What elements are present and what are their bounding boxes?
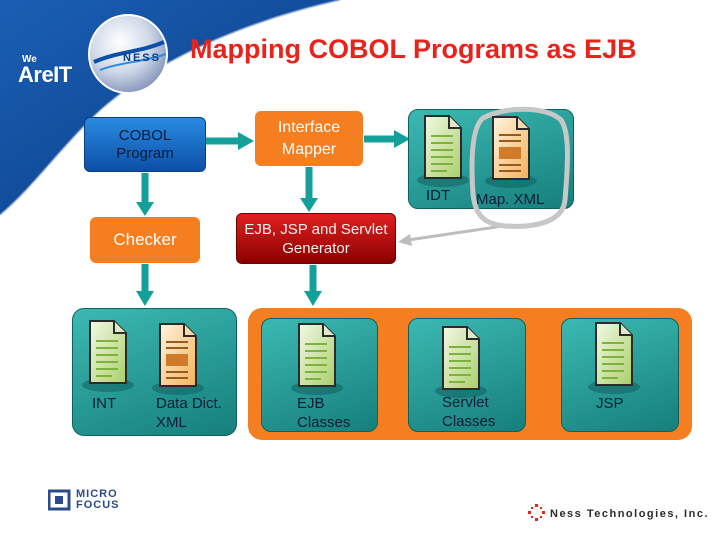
checker-label: Checker [113, 230, 177, 249]
idt-document-icon [416, 115, 470, 188]
map-xml-label: Map. XML [476, 191, 545, 208]
ejb-classes-label: EJB Classes [297, 395, 351, 431]
data-dict-xml-label: Data Dict. XML [156, 395, 222, 431]
slide-title: Mapping COBOL Programs as EJB [190, 34, 637, 64]
jsp-label: JSP [596, 395, 624, 412]
map-xml-document-icon [484, 116, 538, 189]
interface-mapper-label: Interface Mapper [277, 118, 341, 158]
int-label: INT [92, 395, 117, 412]
servlet-classes-label: Servlet Classes [442, 394, 496, 430]
logo-are-it-text: AreIT [18, 62, 72, 87]
logo-we-text: We [22, 54, 37, 65]
ness-globe-logo [88, 14, 168, 94]
data-dict-document-icon [151, 323, 205, 396]
checker-box: Checker [90, 217, 200, 263]
cobol-program-label: COBOL Program [116, 126, 174, 162]
jsp-document-icon [587, 322, 641, 395]
generator-label: EJB, JSP and Servlet Generator [244, 220, 388, 257]
arrow-mapxml-to-generator [407, 223, 511, 242]
ness-logo-text: NESS [123, 52, 161, 64]
int-document-icon [81, 320, 135, 393]
micro-focus-logo-icon [48, 489, 71, 511]
servlet-classes-document-icon [434, 326, 488, 399]
micro-focus-logo-text: MICRO FOCUS [76, 488, 120, 511]
ness-technologies-footer-text: Ness Technologies, Inc. [550, 508, 709, 520]
ejb-classes-document-icon [290, 323, 344, 396]
interface-mapper-box: Interface Mapper [255, 111, 363, 166]
highlight-ring [469, 106, 570, 229]
generator-box: EJB, JSP and Servlet Generator [236, 213, 396, 264]
ness-footer-mark-icon [528, 504, 545, 521]
cobol-program-box: COBOL Program [84, 117, 206, 172]
idt-label: IDT [426, 187, 451, 204]
